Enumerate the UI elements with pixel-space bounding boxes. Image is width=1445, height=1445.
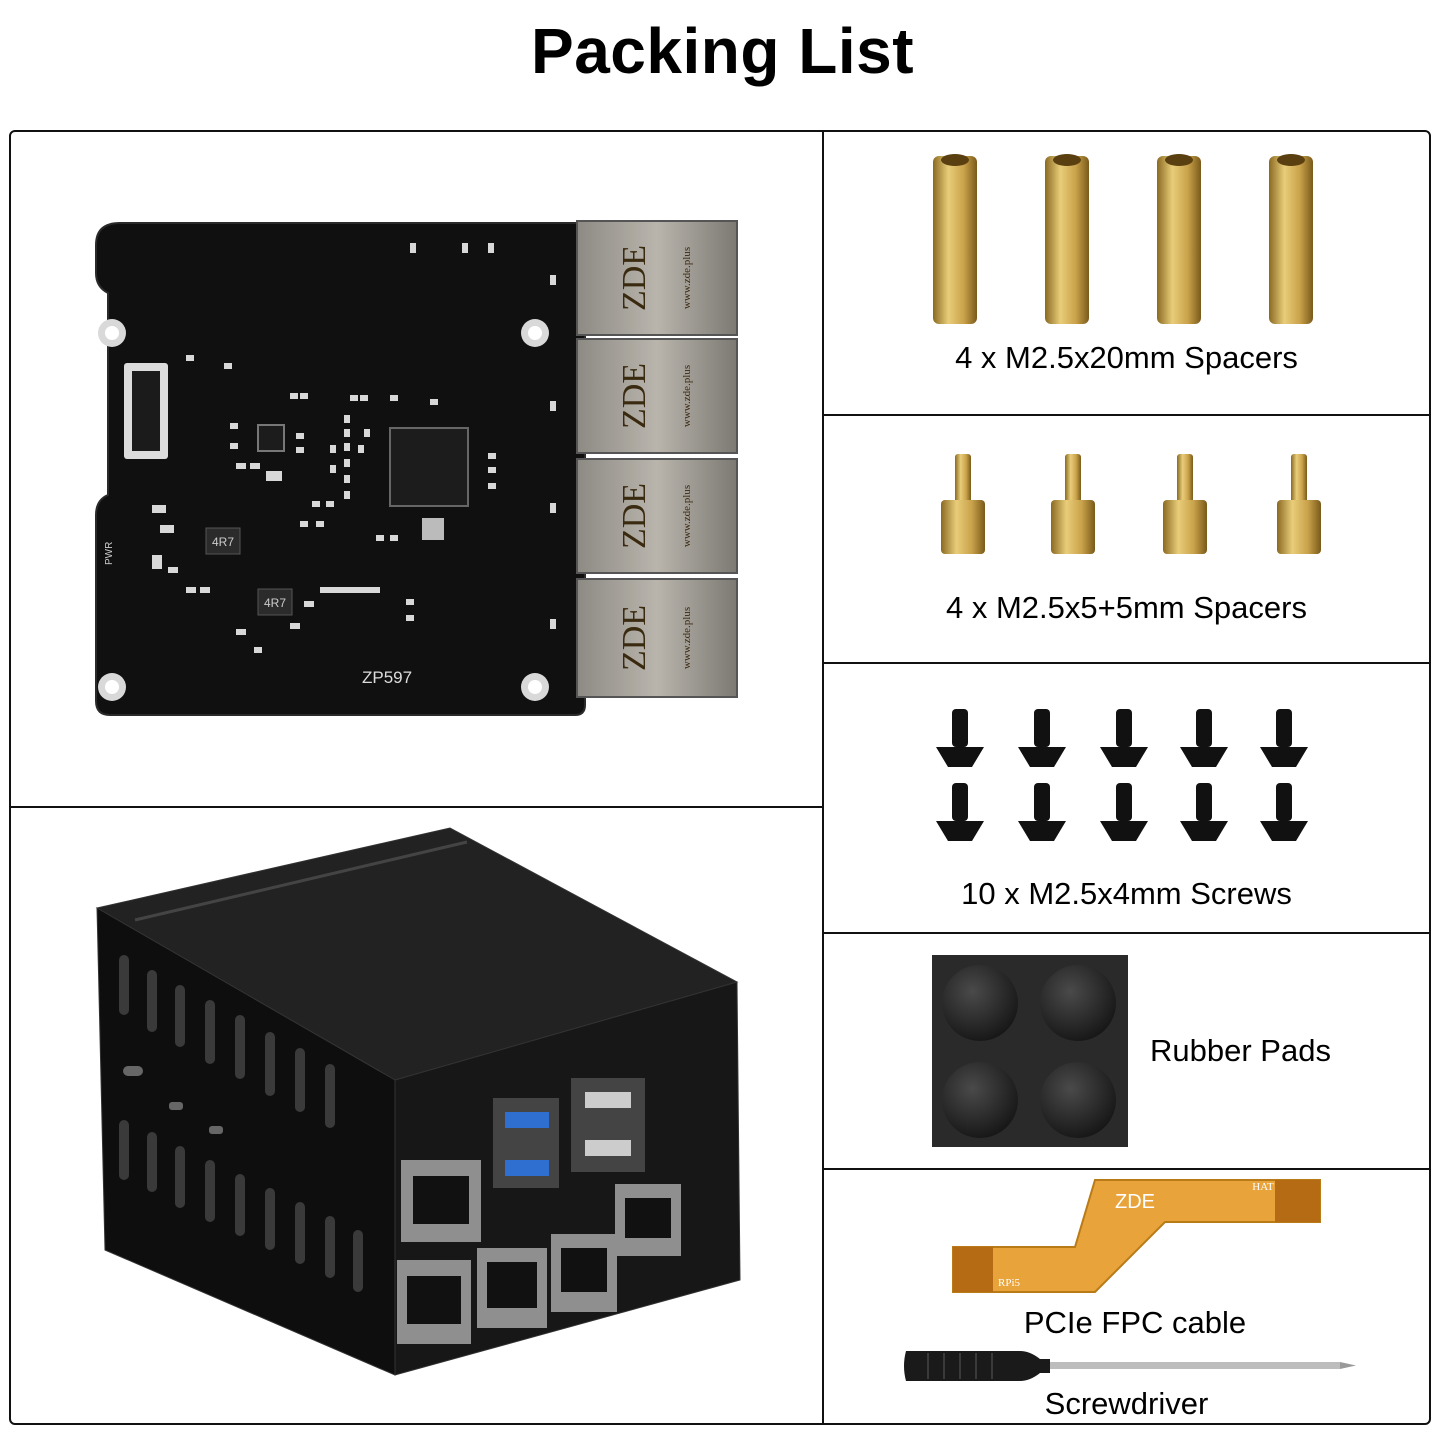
short-spacer-4 xyxy=(1277,454,1321,554)
jack-4-site: www.zde.plus xyxy=(681,607,693,669)
screws-image xyxy=(936,709,1308,841)
rubber-pad-1 xyxy=(942,965,1018,1041)
screw-5 xyxy=(1260,709,1308,767)
screw-8 xyxy=(1100,783,1148,841)
short-spacer-1 xyxy=(941,454,985,554)
spacers-short-caption: 4 x M2.5x5+5mm Spacers xyxy=(946,590,1307,625)
rubber-pad-3 xyxy=(942,1062,1018,1138)
right-divider-2 xyxy=(822,662,1431,664)
rubber-pad-2 xyxy=(1040,965,1116,1041)
screw-9 xyxy=(1180,783,1228,841)
jack-2-site: www.zde.plus xyxy=(681,365,693,427)
right-divider-1 xyxy=(822,414,1431,416)
short-spacer-2 xyxy=(1051,454,1095,554)
screw-1 xyxy=(936,709,984,767)
inductor-label-1: 4R7 xyxy=(212,535,234,549)
long-spacer-3 xyxy=(1157,154,1201,324)
rj45-jack-1: ZDE www.zde.plus xyxy=(576,220,738,336)
cable-brand-label: ZDE xyxy=(1115,1191,1155,1213)
rubber-pad-4 xyxy=(1040,1062,1116,1138)
short-spacer-3 xyxy=(1163,454,1207,554)
long-spacer-4 xyxy=(1269,154,1313,324)
rj45-jack-3: ZDE www.zde.plus xyxy=(576,458,738,574)
screw-6 xyxy=(936,783,984,841)
jack-2-brand: ZDE xyxy=(616,363,653,429)
screw-4 xyxy=(1180,709,1228,767)
rubber-pads-image xyxy=(932,955,1128,1147)
vertical-divider xyxy=(822,130,824,1425)
screw-10 xyxy=(1260,783,1308,841)
inductor-label-2: 4R7 xyxy=(264,596,286,610)
jack-1-brand: ZDE xyxy=(616,245,653,311)
left-divider xyxy=(9,806,823,808)
page-title: Packing List xyxy=(531,15,914,87)
screwdriver-caption: Screwdriver xyxy=(1044,1386,1209,1421)
fpc-cable-image: ZDE HAT RPi5 xyxy=(952,1179,1321,1293)
screw-2 xyxy=(1018,709,1066,767)
rj45-jack-2: ZDE www.zde.plus xyxy=(576,338,738,454)
right-divider-3 xyxy=(822,932,1431,934)
metal-case-image xyxy=(95,827,741,1376)
jack-3-site: www.zde.plus xyxy=(681,485,693,547)
long-spacer-1 xyxy=(933,154,977,324)
pwr-label: PWR xyxy=(104,542,115,565)
rj45-jack-4: ZDE www.zde.plus xyxy=(576,578,738,698)
short-spacers-image xyxy=(941,454,1321,554)
long-spacers-image xyxy=(933,154,1313,324)
jack-3-brand: ZDE xyxy=(616,483,653,549)
fpc-cable-caption: PCIe FPC cable xyxy=(1023,1305,1247,1340)
right-divider-4 xyxy=(822,1168,1431,1170)
screws-caption: 10 x M2.5x4mm Screws xyxy=(961,876,1292,911)
hat-board-image: 4R7 4R7 PWR ZP597 ZDE www.zde.plus ZDE w… xyxy=(95,220,738,716)
screw-7 xyxy=(1018,783,1066,841)
spacers-long-caption: 4 x M2.5x20mm Spacers xyxy=(955,340,1298,375)
screw-3 xyxy=(1100,709,1148,767)
jack-4-brand: ZDE xyxy=(616,605,653,671)
screwdriver-image xyxy=(904,1351,1356,1381)
packing-list-frame xyxy=(9,130,1431,1425)
long-spacer-2 xyxy=(1045,154,1089,324)
rubber-pads-caption: Rubber Pads xyxy=(1150,1033,1331,1068)
cable-hat-label: HAT xyxy=(1252,1181,1274,1193)
jack-1-site: www.zde.plus xyxy=(681,247,693,309)
board-model-label: ZP597 xyxy=(362,668,412,687)
cable-rpi-label: RPi5 xyxy=(998,1277,1021,1289)
